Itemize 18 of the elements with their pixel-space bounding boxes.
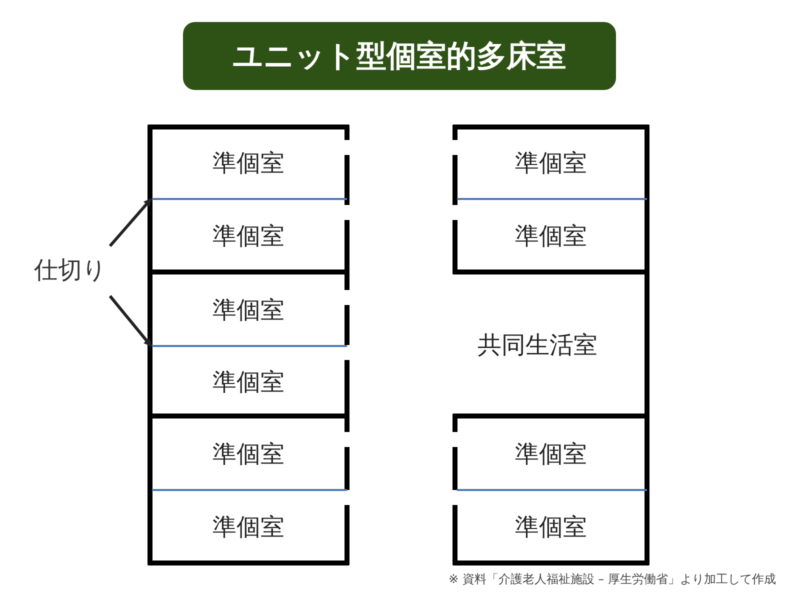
partition-label: 仕切り <box>34 254 122 288</box>
room-label: 準個室 <box>152 275 345 345</box>
room-label: 準個室 <box>152 492 345 562</box>
partition-line <box>152 198 347 200</box>
room-label: 共同生活室 <box>430 275 645 415</box>
arrow <box>108 295 152 347</box>
partition-line <box>152 345 347 347</box>
title-banner: ユニット型個室的多床室 <box>183 22 616 90</box>
room-label: 準個室 <box>152 348 345 415</box>
room-label: 準個室 <box>457 127 645 198</box>
room-label: 準個室 <box>457 492 645 562</box>
arrow <box>108 198 152 247</box>
room-label: 準個室 <box>152 201 345 271</box>
room-label: 準個室 <box>152 419 345 489</box>
source-note: ※ 資料「介護老人福祉施設 – 厚生労働省」より加工して作成 <box>448 571 776 588</box>
room-label: 準個室 <box>457 201 645 271</box>
room-label: 準個室 <box>152 127 345 198</box>
room-label: 準個室 <box>457 419 645 489</box>
